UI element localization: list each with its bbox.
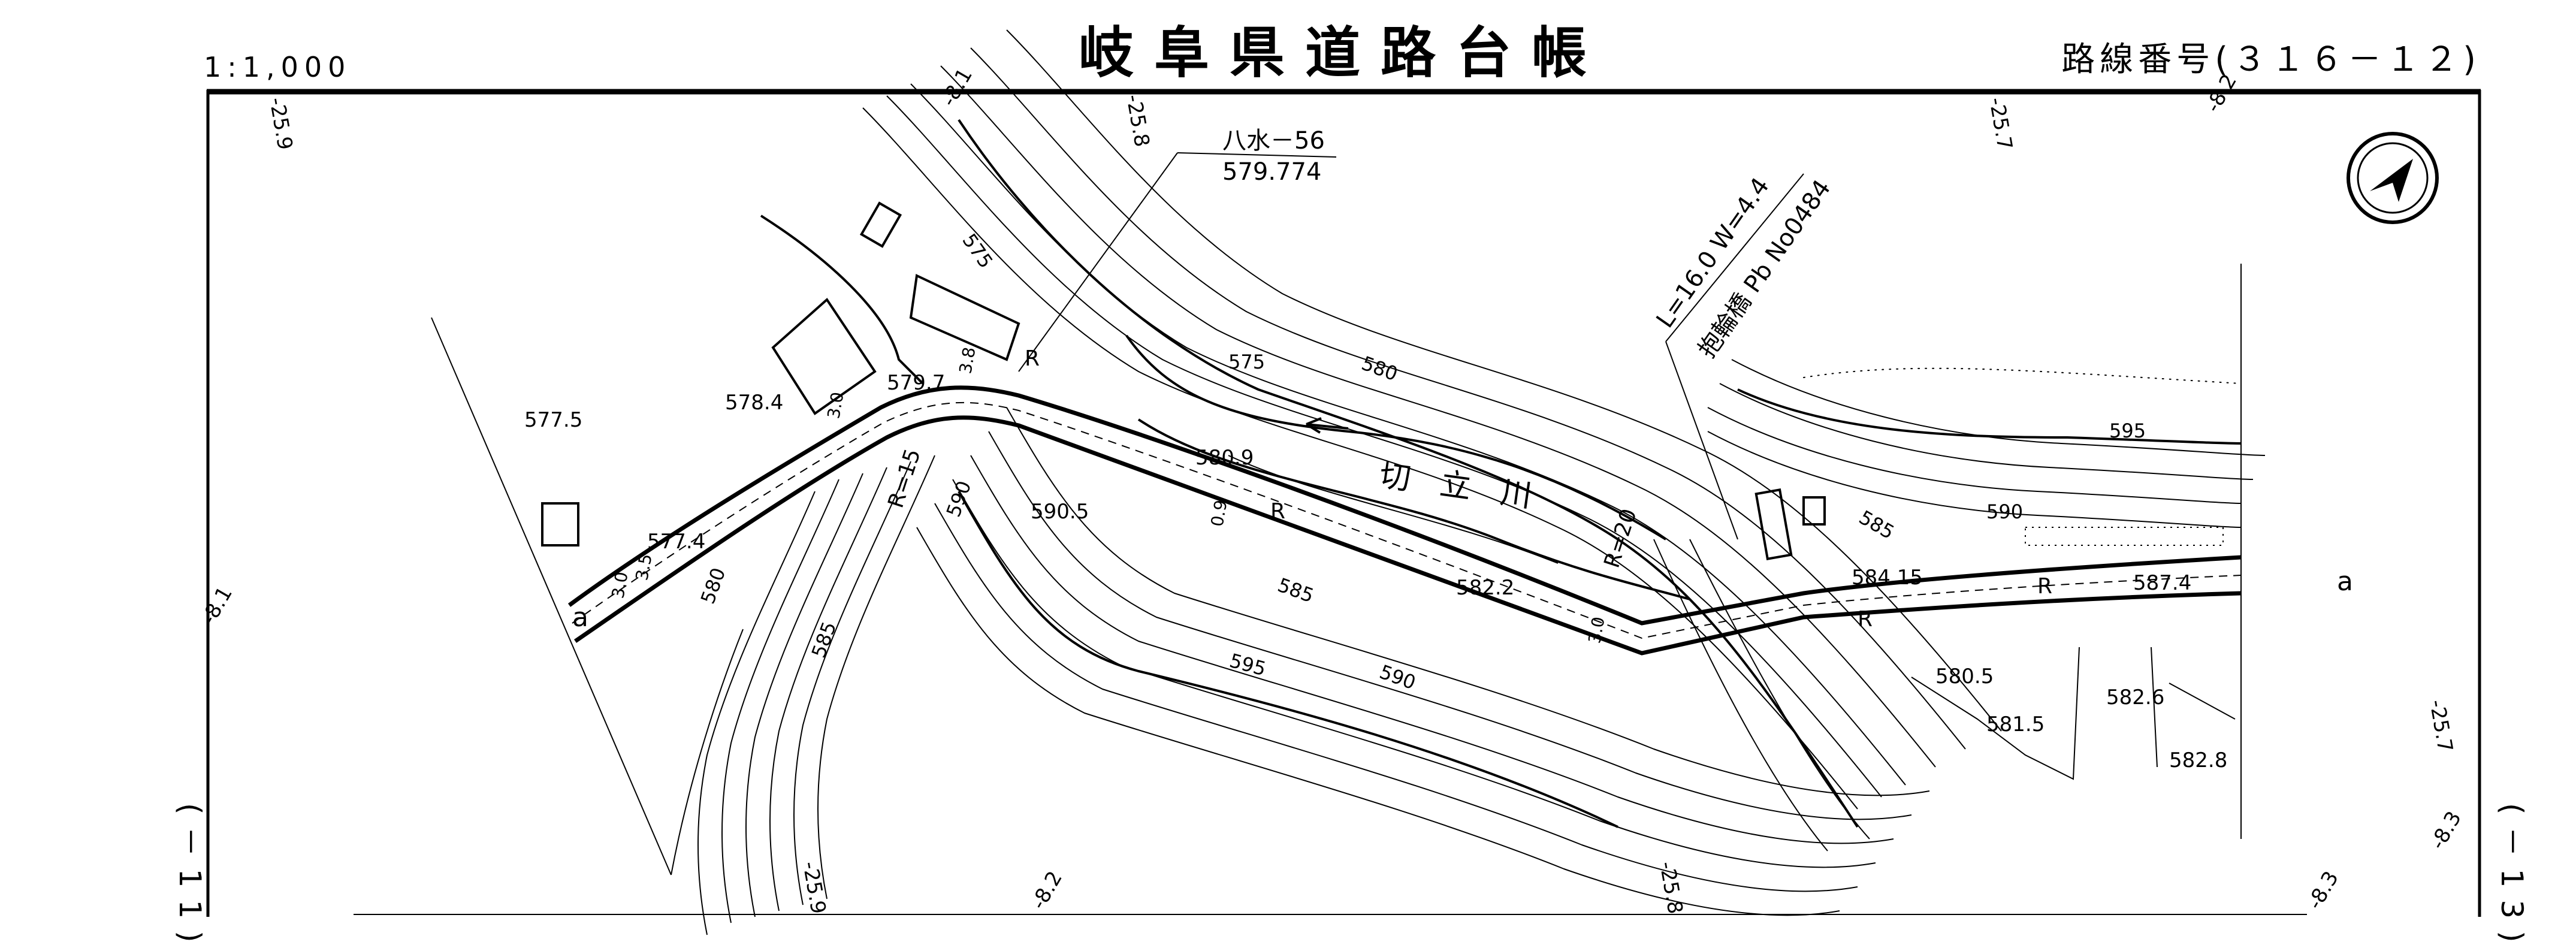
- spot-elevations: 577.5 578.4 579.7 590.5 580.9 582.2 584.…: [524, 371, 2227, 772]
- grid-label: -8.1: [937, 64, 977, 110]
- contour-label: 590: [1376, 660, 1418, 695]
- grid-label: -25.8: [1121, 93, 1154, 149]
- spot-elevation: 584.15: [1852, 566, 1923, 590]
- spot-elevation: 582.8: [2169, 748, 2227, 772]
- spot-elevation: 577.4: [647, 530, 705, 554]
- grid-label: -25.7: [2424, 698, 2457, 754]
- contour-label: 580: [1358, 352, 1400, 386]
- contour-label: 595: [2109, 419, 2146, 442]
- section-mark-end: a: [2337, 566, 2353, 597]
- road-width: 0.9: [1207, 499, 1231, 529]
- curve-label: R=15: [884, 446, 926, 511]
- spot-elevation: 590.5: [1031, 500, 1089, 524]
- grid-label: -25.8: [1654, 860, 1687, 916]
- scale-label: 1:1,000: [204, 51, 351, 83]
- river: [1125, 334, 1690, 600]
- curve-label: R: [1025, 346, 1040, 371]
- bridge-dimensions: L=16.0 W=4.4: [1651, 173, 1775, 333]
- north-arrow-icon: [2347, 132, 2439, 224]
- spot-elevation: 580.9: [1195, 446, 1254, 470]
- grid-label: -25.7: [1984, 96, 2017, 152]
- road-width: 3.0: [608, 570, 632, 600]
- spot-elevation: 579.7: [887, 371, 945, 395]
- contour-label: 580: [696, 564, 730, 606]
- grid-label: -8.1: [197, 582, 237, 629]
- contour-label: 585: [1275, 573, 1316, 608]
- contour-label: 575: [958, 230, 997, 273]
- spot-elevation: 580.5: [1935, 665, 1994, 689]
- grid-label: -8.2: [1026, 867, 1067, 913]
- grid-label: -8.3: [2426, 807, 2466, 853]
- spot-elevation: 581.5: [1986, 712, 2045, 736]
- grid-label: -25.9: [264, 96, 297, 152]
- spot-elevation: 582.2: [1456, 576, 1514, 600]
- page-title: 岐阜県道路台帳: [1079, 21, 1607, 85]
- parcels: [431, 201, 2242, 875]
- map-frame: [206, 89, 2481, 917]
- road-width: 3.8: [955, 346, 979, 376]
- flow-arrow-icon: [1305, 417, 1349, 434]
- road: [567, 215, 2242, 656]
- curve-label: R: [1270, 499, 1285, 524]
- benchmark-name: 八水－56: [1222, 127, 1325, 155]
- route-number: 路線番号(３１６－１２): [2061, 40, 2481, 79]
- contour-label: 575: [1228, 351, 1265, 373]
- contour-label: 585: [807, 618, 841, 660]
- spot-elevation: 582.6: [2106, 686, 2164, 709]
- adjacent-sheet-left: (－11): [173, 803, 207, 942]
- bridge-label: L=16.0 W=4.4 抱輪橋 Pb No0484: [1651, 173, 1837, 540]
- benchmark: 八水－56 579.774: [1018, 127, 1337, 372]
- curve-label: R: [2037, 574, 2052, 599]
- contour-lines: [697, 29, 2266, 935]
- adjacent-sheet-right: (－13): [2495, 803, 2529, 942]
- road-width: 3.0: [823, 391, 847, 421]
- road-width: 3.0: [1584, 615, 1608, 645]
- contour-label: 590: [1986, 500, 2023, 523]
- curve-label: R=20: [1600, 506, 1642, 571]
- road-widths: 3.0 3.5 3.0 3.8 0.9 3.0: [608, 346, 1608, 645]
- contour-label: 585: [1855, 506, 1898, 544]
- spot-elevation: 587.4: [2133, 571, 2191, 595]
- spot-elevation: 577.5: [524, 408, 582, 432]
- road-width: 3.5: [632, 552, 656, 582]
- section-mark-start: a: [572, 602, 588, 633]
- curve-label: R: [1858, 607, 1873, 632]
- contour-label: 595: [1227, 649, 1269, 681]
- benchmark-elevation: 579.774: [1222, 158, 1321, 186]
- grid-label: -8.3: [2303, 867, 2344, 913]
- grid-label: -25.9: [798, 860, 831, 916]
- spot-elevation: 578.4: [725, 391, 783, 415]
